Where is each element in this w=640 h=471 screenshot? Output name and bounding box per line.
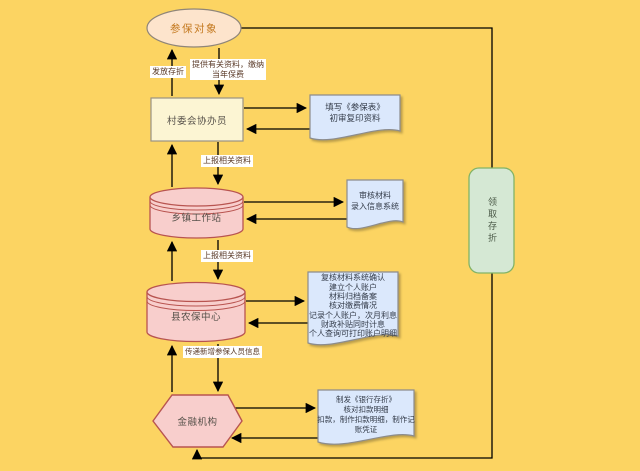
path-insured-via-passbook-to-bank — [191, 27, 493, 460]
doc-line: 制发《银行存折》 — [336, 394, 396, 404]
village-officer-rect-node — [150, 97, 244, 142]
doc-line: 记录个人账户，次月利息 — [309, 310, 397, 320]
county-tasks-document — [307, 271, 399, 346]
doc-line: 录入信息系统 — [351, 201, 399, 211]
doc-line: 扣款，制作扣款明细，制作记 — [317, 414, 415, 424]
doc-line: 建立个人账户 — [329, 282, 377, 292]
edge-label-issue-passbook: 发放存折 — [150, 66, 186, 78]
county-cylinder-node — [146, 281, 246, 343]
doc-line: 初审复印资料 — [329, 114, 381, 124]
doc-line: 审核材料 — [359, 191, 391, 200]
doc-line: 核对扣款明细 — [343, 404, 389, 414]
doc-line: 账凭证 — [354, 424, 378, 434]
county-tasks-document-text: 复核材料系统确认 建立个人账户 材料归档备案 核对缴费情况 记录个人账户，次月利… — [308, 273, 398, 339]
connectors — [166, 27, 493, 460]
doc-line: 复核材料系统确认 — [321, 273, 385, 283]
township-cylinder-node — [149, 187, 244, 239]
edge-label-provide-materials: 提供有关资料，缴纳 当年保费 — [190, 59, 266, 80]
collect-passbook-rounded-node — [468, 167, 515, 274]
township-tasks-document-text: 审核材料 录入信息系统 — [347, 180, 403, 223]
edge-label-provide-materials-line1: 提供有关资料，缴纳 — [192, 60, 264, 69]
township-tasks-document — [346, 179, 404, 230]
bank-hexagon-node — [152, 394, 243, 448]
doc-line: 填写《参保表》 — [325, 103, 385, 113]
doc-line: 个人查询可打印账户明细 — [309, 329, 397, 339]
edge-label-report-materials-1: 上报相关资料 — [201, 155, 253, 167]
doc-line: 材料归档备案 — [329, 292, 377, 302]
village-tasks-document-text: 填写《参保表》 初审复印资料 — [310, 95, 400, 133]
edge-label-report-materials-2: 上报相关资料 — [201, 250, 253, 262]
doc-line: 核对缴费情况 — [329, 301, 377, 311]
insured-ellipse-node — [146, 8, 242, 48]
doc-line: 财政补贴同时计息 — [321, 319, 385, 329]
village-tasks-document — [309, 94, 401, 141]
bank-tasks-document — [317, 389, 415, 445]
edge-label-provide-materials-line2: 当年保费 — [212, 69, 244, 79]
bank-tasks-document-text: 制发《银行存折》 核对扣款明细 扣款，制作扣款明细，制作记 账凭证 — [317, 391, 415, 438]
edge-label-transmit-new-insured: 传递新增参保人员信息 — [183, 346, 262, 358]
